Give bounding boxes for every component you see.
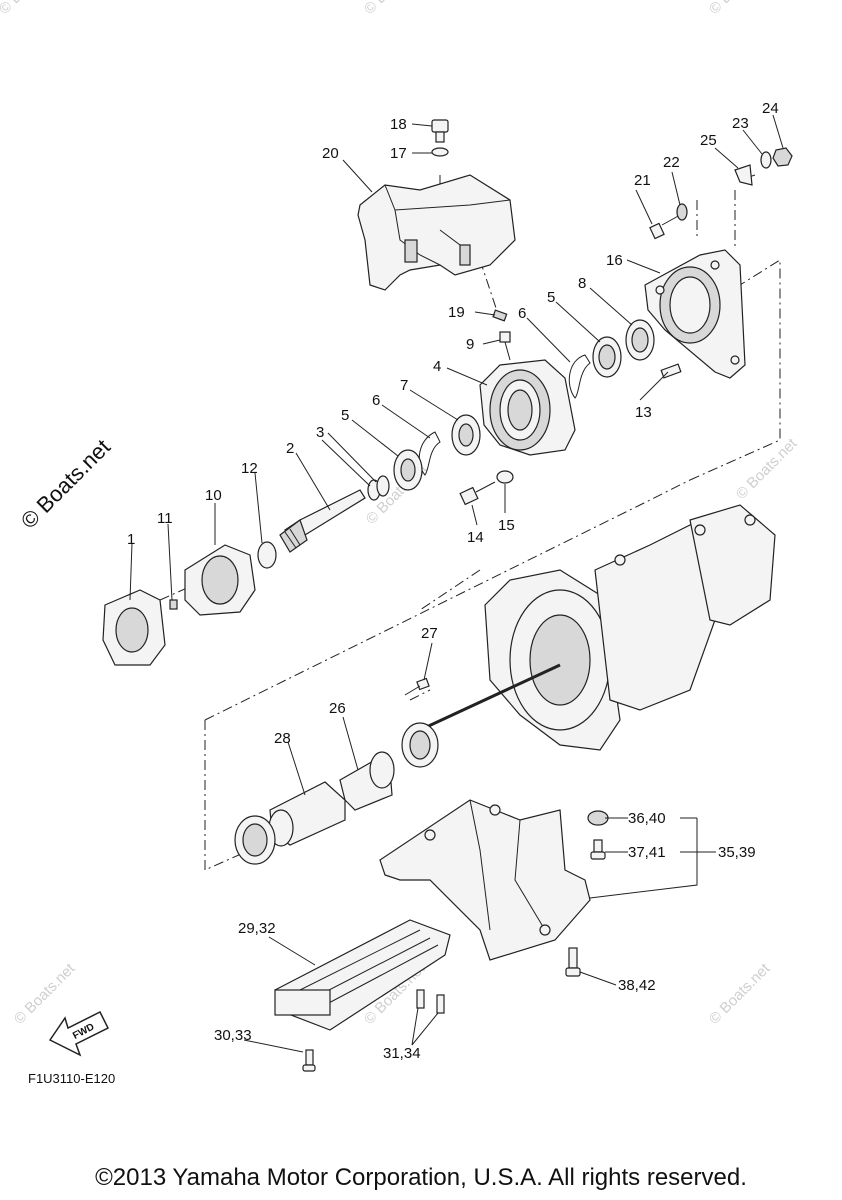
part-9-screw: [499, 331, 511, 361]
part-3-o-rings: [367, 475, 390, 501]
drive-shaft: [419, 663, 561, 732]
part-28-hose: [234, 781, 346, 865]
callout-37-41: 37,41: [628, 844, 666, 861]
callout-7: 7: [400, 377, 408, 394]
callout-10: 10: [205, 487, 222, 504]
part-5-seal-upper: [592, 336, 622, 378]
callout-22: 22: [663, 154, 680, 171]
callout-5-lower: 5: [341, 407, 349, 424]
callout-27: 27: [421, 625, 438, 642]
part-6-snap-ring-lower: [418, 431, 441, 476]
part-18-bolt: [431, 119, 449, 143]
part-5-seal-lower: [393, 449, 423, 491]
callout-8: 8: [578, 275, 586, 292]
part-6-snap-ring-upper: [568, 354, 591, 399]
part-10-coupler: [184, 544, 256, 616]
callout-19: 19: [448, 304, 465, 321]
callout-11: 11: [157, 510, 173, 527]
callout-14: 14: [467, 529, 484, 546]
callout-13: 13: [635, 404, 652, 421]
callout-18: 18: [390, 116, 407, 133]
callout-4: 4: [433, 358, 441, 375]
callout-24: 24: [762, 100, 779, 117]
part-35-39-bracket: [379, 799, 591, 961]
watermark: © Boats.net: [361, 0, 429, 18]
callout-2: 2: [286, 440, 294, 457]
callout-25: 25: [700, 132, 717, 149]
part-22-washer: [676, 203, 688, 221]
part-7-bearing: [451, 414, 481, 456]
watermark: © Boats.net: [733, 435, 801, 503]
copyright-notice: ©2013 Yamaha Motor Corporation, U.S.A. A…: [95, 1164, 747, 1191]
callout-31-34: 31,34: [383, 1045, 421, 1062]
callout-28: 28: [274, 730, 291, 747]
callout-9: 9: [466, 336, 474, 353]
part-17-washer: [431, 147, 449, 157]
part-1-damper: [102, 589, 166, 666]
fwd-arrow-icon: FWD: [48, 1010, 110, 1057]
callout-6-lower: 6: [372, 392, 380, 409]
part-12-ring: [257, 541, 277, 569]
part-38-42-bolt: [565, 947, 581, 977]
callout-23: 23: [732, 115, 749, 132]
part-26-coupler: [339, 722, 439, 811]
part-30-33-bolt: [302, 1049, 316, 1072]
diagram-code: F1U3110-E120: [28, 1071, 115, 1086]
callout-30-33: 30,33: [214, 1027, 252, 1044]
callout-16: 16: [606, 252, 623, 269]
part-29-32-grate: [274, 919, 451, 1031]
part-23-washer: [760, 151, 772, 169]
callout-15: 15: [498, 517, 515, 534]
watermark: © Boats.net: [706, 0, 774, 18]
callout-38-42: 38,42: [618, 977, 656, 994]
callout-5-upper: 5: [547, 289, 555, 306]
callout-26: 26: [329, 700, 346, 717]
part-27-screw: [404, 677, 430, 696]
part-14-bolt: [459, 481, 496, 506]
callout-12: 12: [241, 460, 258, 477]
part-21-bolt: [649, 214, 681, 240]
part-19-pin: [492, 309, 508, 322]
callout-21: 21: [634, 172, 651, 189]
part-16-bracket: [644, 249, 746, 379]
part-2-shaft: [279, 489, 366, 553]
callout-20: 20: [322, 145, 339, 162]
watermark: © Boats.net: [11, 960, 79, 1028]
part-15-washer: [496, 470, 514, 484]
callout-labels: 18 17 20 21 22 25 23 24 16 8 5 6 19 9 4 …: [127, 100, 779, 1062]
side-watermark: © Boats.net: [16, 434, 115, 533]
part-25-clip: [734, 164, 753, 186]
watermark: © Boats.net: [706, 960, 774, 1028]
part-8-bearing: [625, 319, 655, 361]
part-31-34-bolts: [416, 989, 445, 1014]
part-4-housing: [479, 359, 576, 456]
callout-6-upper: 6: [518, 305, 526, 322]
part-20-cover: [357, 174, 516, 291]
callout-29-32: 29,32: [238, 920, 276, 937]
jet-pump-housing: [484, 504, 776, 751]
part-24-nut: [772, 147, 793, 167]
callout-17: 17: [390, 145, 407, 162]
callout-35-39: 35,39: [718, 844, 756, 861]
callout-36-40: 36,40: [628, 810, 666, 827]
part-37-41-bolt: [590, 839, 606, 860]
watermark: © Boats.net: [0, 0, 64, 18]
callout-1: 1: [127, 531, 135, 548]
callout-3: 3: [316, 424, 324, 441]
part-11-pin: [169, 599, 178, 610]
leader-lines: [129, 114, 784, 1053]
